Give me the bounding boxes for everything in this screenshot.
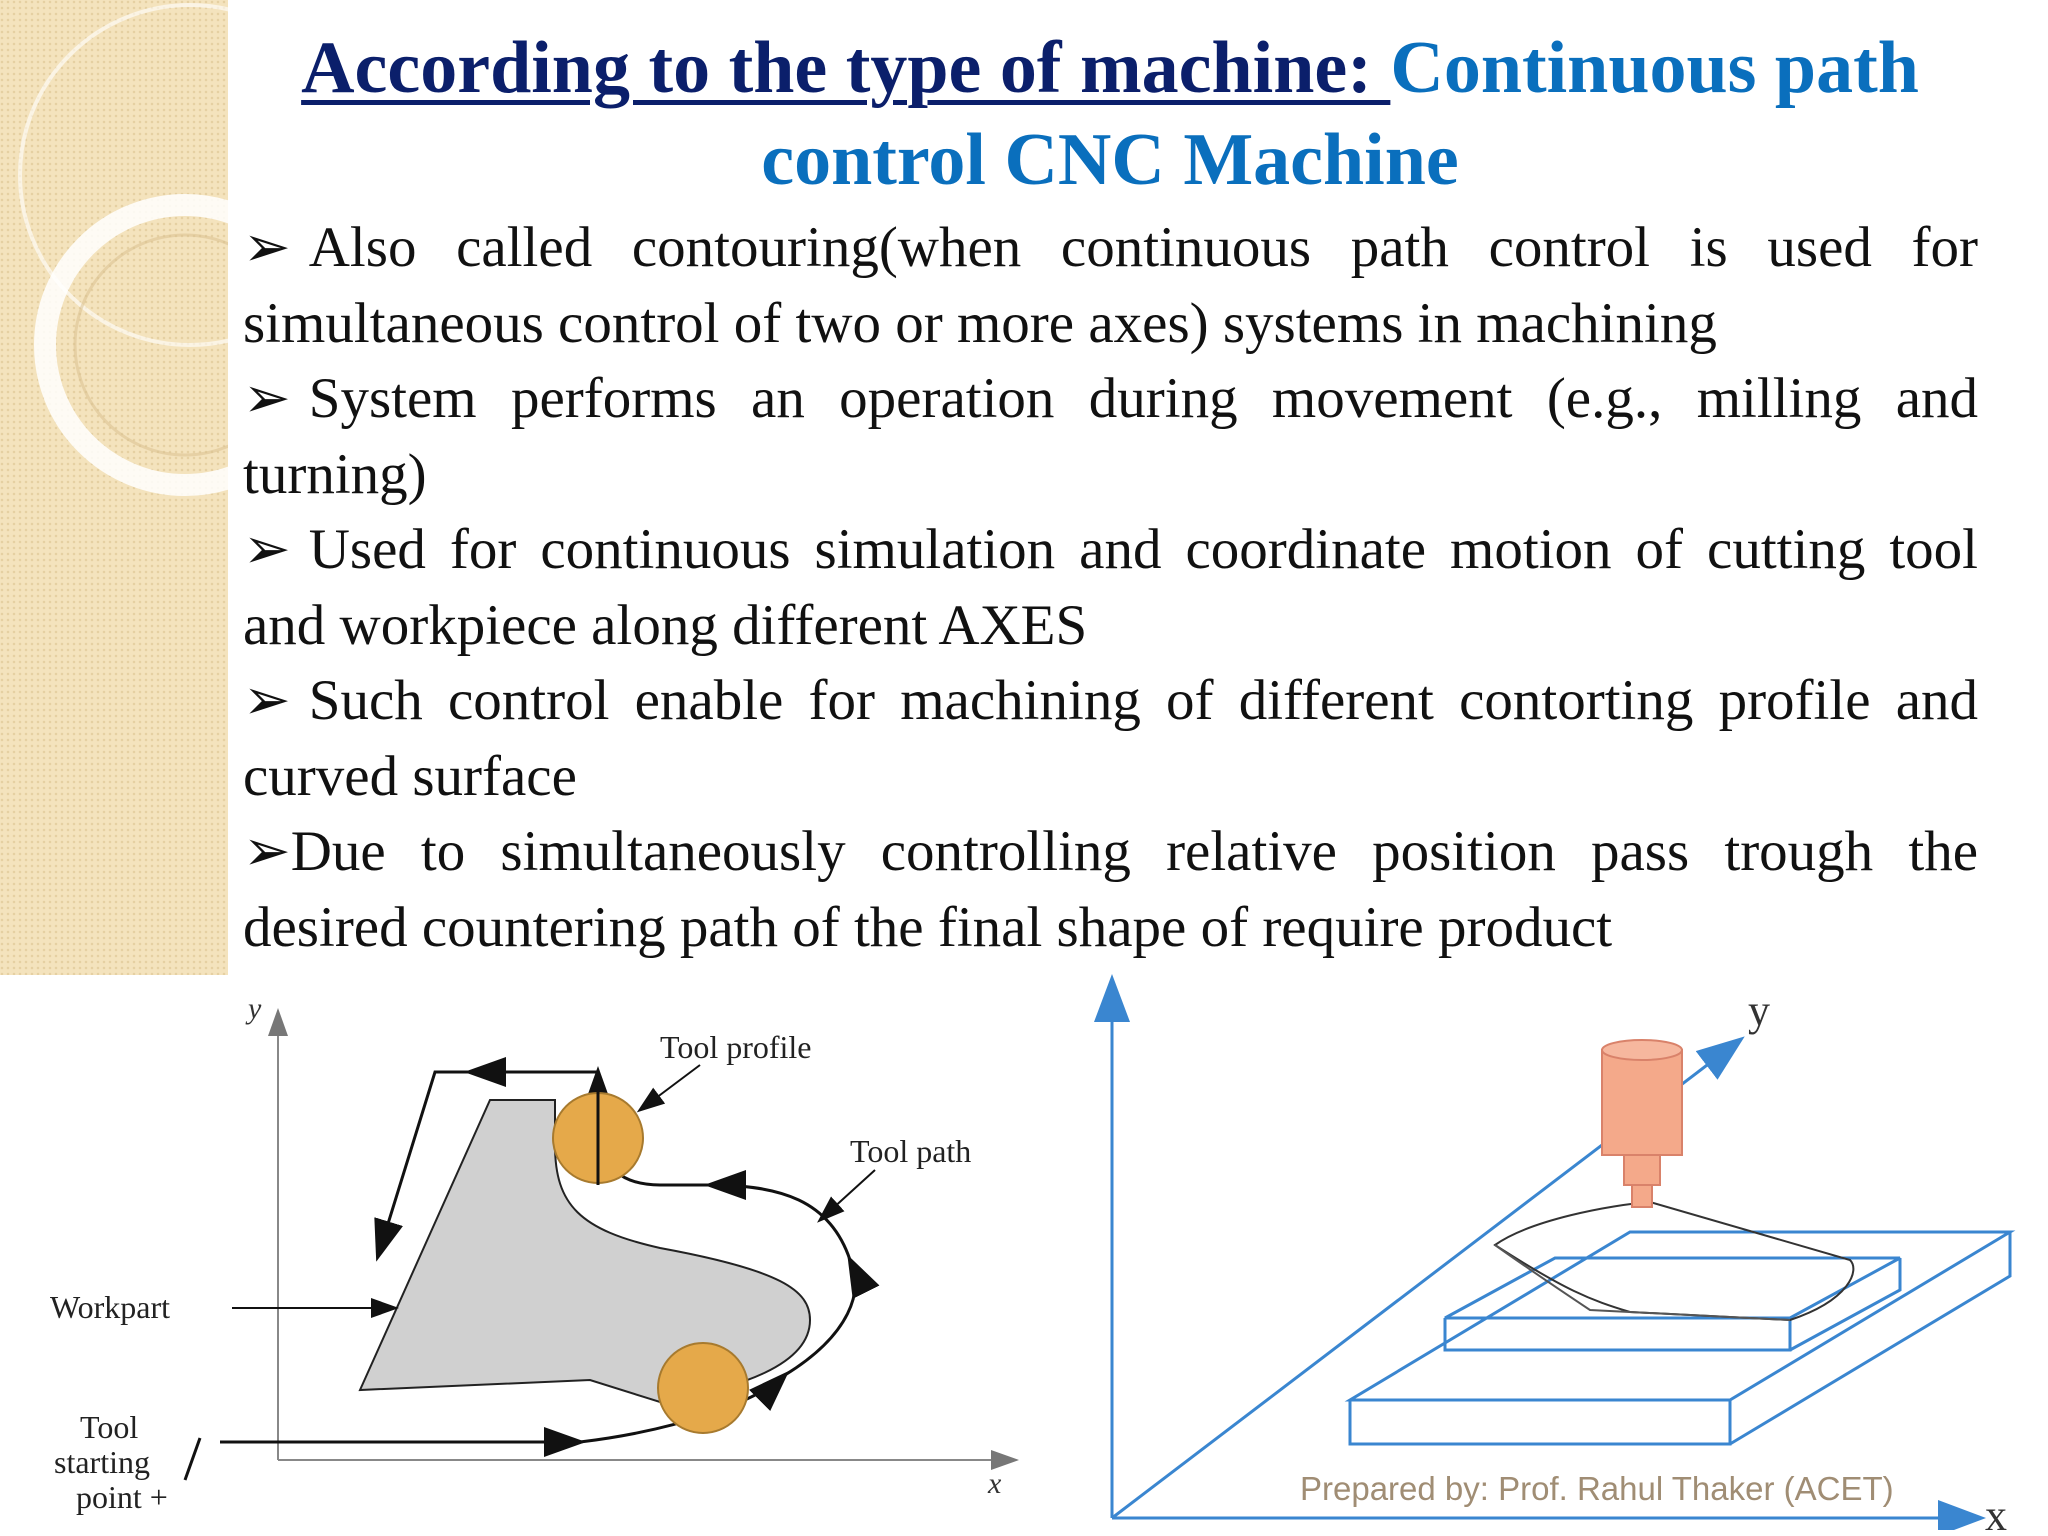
bullet-item: ➢Due to simultaneously controlling relat… (243, 814, 1978, 965)
contouring-diagram-svg: y x Tool profile Tool path Workpart Tool… (50, 992, 1019, 1515)
workpiece-plate-front (1443, 1318, 1792, 1352)
bullet-text: System performs an operation during move… (243, 367, 1978, 506)
tool-start-label-line2: starting (54, 1444, 150, 1480)
bullet-list: ➢Also called contouring(when continuous … (243, 210, 1978, 965)
tool-profile-leader (636, 1064, 701, 1113)
cnc-3d-diagram: y x (1090, 970, 2040, 1536)
cutting-tool (1631, 1184, 1653, 1208)
x-axis-label: x (1985, 1491, 2007, 1530)
tool-path-leader (817, 1169, 876, 1223)
tool-profile-label: Tool profile (660, 1029, 812, 1065)
bullet-text: Also called contouring(when continuous p… (243, 216, 1978, 355)
spindle-collar (1623, 1154, 1661, 1186)
tool-path-label: Tool path (850, 1133, 971, 1169)
workpart-label: Workpart (50, 1289, 170, 1325)
credit-line: Prepared by: Prof. Rahul Thaker (ACET) (1300, 1470, 1894, 1507)
spindle-top (1601, 1039, 1683, 1061)
tool-path (784, 1254, 880, 1377)
workpiece-plate-side (1789, 1258, 1902, 1352)
bullet-item: ➢Also called contouring(when continuous … (243, 210, 1978, 361)
bullet-text: Due to simultaneously controlling relati… (243, 820, 1978, 959)
bullet-item: ➢System performs an operation during mov… (243, 361, 1978, 512)
tool-start-label-line1: Tool (80, 1409, 138, 1445)
tool-path (374, 1070, 470, 1262)
table-side (1729, 1232, 2012, 1446)
title-main: Continuous path control CNC Machine (761, 27, 1919, 201)
slide-title: According to the type of machine: Contin… (300, 22, 1920, 206)
x-axis-label: x (987, 1467, 1002, 1500)
bullet-arrow-icon: ➢ (243, 216, 291, 279)
contoured-part-edge (1494, 1244, 1791, 1321)
tool-start-label-line3: point + (76, 1479, 168, 1515)
bullet-arrow-icon: ➢ (243, 820, 291, 883)
y-axis-label: y (245, 992, 262, 1025)
spindle-body (1601, 1049, 1683, 1156)
decorative-rings (18, 3, 228, 496)
title-prefix: According to the type of machine: (301, 27, 1391, 109)
tool-start-line (183, 1437, 202, 1481)
tool-path (704, 1170, 852, 1261)
bullet-arrow-icon: ➢ (243, 367, 291, 430)
contouring-diagram: y x Tool profile Tool path Workpart Tool… (20, 990, 1050, 1530)
cnc-3d-diagram-svg: y x (1094, 974, 2016, 1536)
bullet-arrow-icon: ➢ (243, 669, 291, 732)
decorative-side-strip (0, 0, 228, 975)
contoured-part (1493, 1200, 1855, 1322)
bullet-item: ➢Used for continuous simulation and coor… (243, 512, 1978, 663)
bullet-text: Such control enable for machining of dif… (243, 669, 1978, 808)
bullet-arrow-icon: ➢ (243, 518, 291, 581)
table-front (1348, 1400, 1732, 1446)
tool-profile-bottom (657, 1342, 749, 1434)
bullet-text: Used for continuous simulation and coord… (243, 518, 1978, 657)
bullet-item: ➢Such control enable for machining of di… (243, 663, 1978, 814)
workpiece-plate-top (1444, 1256, 1901, 1320)
y-axis-label: y (1748, 986, 1770, 1035)
